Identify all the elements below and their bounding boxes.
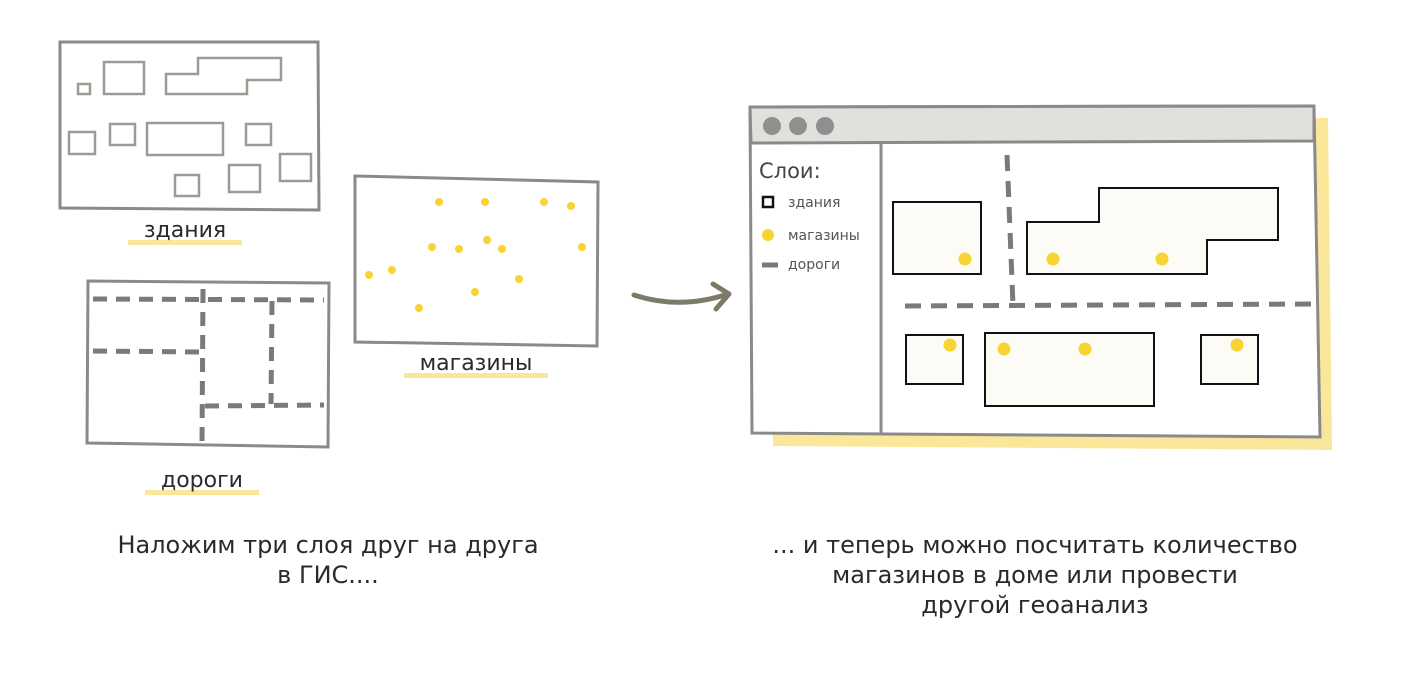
label-underline xyxy=(145,490,259,495)
building-shape xyxy=(108,122,137,147)
building-shape xyxy=(67,130,97,156)
shops-layer: магазины xyxy=(353,174,600,378)
caption-left: Наложим три слоя друг на друга в ГИС.... xyxy=(48,530,608,590)
map-area[interactable] xyxy=(892,154,1315,407)
building-shape xyxy=(145,121,225,157)
layers-legend: Слои: здания магазины дороги xyxy=(759,159,860,273)
shop-point xyxy=(455,245,463,253)
map-shop xyxy=(958,252,972,266)
map-building xyxy=(905,334,964,385)
caption-right-line: другой геоанализ xyxy=(921,591,1149,619)
buildings-layer-shapes xyxy=(67,56,313,198)
roads-layer-label: дороги xyxy=(161,468,243,493)
shop-point xyxy=(498,245,506,253)
roads-layer-frame xyxy=(85,279,331,449)
road-line xyxy=(199,288,206,446)
roads-layer-lines xyxy=(92,288,325,446)
building-shape xyxy=(227,163,262,194)
caption-right-line: магазинов в доме или провести xyxy=(832,561,1238,589)
square-icon xyxy=(761,195,775,209)
road-line xyxy=(92,348,201,355)
map-shop xyxy=(943,338,957,352)
dot-icon xyxy=(762,229,774,241)
building-shape xyxy=(278,152,313,183)
map-road xyxy=(904,301,1315,309)
legend-item-shops[interactable]: магазины xyxy=(788,228,860,244)
shop-point xyxy=(515,275,523,283)
roads-layer: дороги xyxy=(85,279,331,495)
map-building xyxy=(1026,187,1279,275)
road-line xyxy=(268,300,275,405)
shops-layer-points xyxy=(365,198,586,312)
arrow-icon xyxy=(631,281,732,312)
road-line xyxy=(92,296,325,303)
window-dot-icon[interactable] xyxy=(816,117,834,135)
window-titlebar xyxy=(748,104,1316,145)
shop-point xyxy=(540,198,548,206)
shop-point xyxy=(365,271,373,279)
label-underline xyxy=(404,373,548,378)
building-shape xyxy=(173,173,201,198)
map-shop xyxy=(997,342,1011,356)
shop-point xyxy=(471,288,479,296)
caption-right: ... и теперь можно посчитать количество … xyxy=(700,530,1370,620)
map-shop xyxy=(1230,338,1244,352)
road-line xyxy=(204,402,325,409)
label-underline xyxy=(128,240,242,245)
shop-point xyxy=(567,202,575,210)
map-shop xyxy=(1155,252,1169,266)
gis-window: Слои: здания магазины дороги xyxy=(748,104,1332,450)
shop-point xyxy=(388,266,396,274)
legend-item-roads[interactable]: дороги xyxy=(788,257,840,273)
building-shape xyxy=(102,60,146,96)
map-shop xyxy=(1046,252,1060,266)
legend-item-buildings[interactable]: здания xyxy=(788,195,840,211)
building-shape xyxy=(164,56,283,96)
buildings-layer-frame xyxy=(58,40,321,212)
shop-point xyxy=(435,198,443,206)
caption-left-line: Наложим три слоя друг на друга xyxy=(117,531,539,559)
caption-right-line: ... и теперь можно посчитать количество xyxy=(772,531,1298,559)
caption-left-line: в ГИС.... xyxy=(277,561,379,589)
map-building xyxy=(984,332,1155,407)
map-shops xyxy=(943,252,1244,356)
shop-point xyxy=(578,243,586,251)
shop-point xyxy=(415,304,423,312)
buildings-layer: здания xyxy=(58,40,321,245)
map-shop xyxy=(1078,342,1092,356)
building-shape xyxy=(244,122,273,147)
window-dot-icon[interactable] xyxy=(763,117,781,135)
shop-point xyxy=(428,243,436,251)
map-building xyxy=(1200,334,1259,385)
legend-title: Слои: xyxy=(759,159,821,183)
shop-point xyxy=(483,236,491,244)
buildings-layer-label: здания xyxy=(144,218,226,243)
map-roads xyxy=(904,154,1315,309)
shop-point xyxy=(481,198,489,206)
window-dot-icon[interactable] xyxy=(789,117,807,135)
shops-layer-label: магазины xyxy=(420,351,533,376)
building-shape xyxy=(76,82,92,96)
shops-layer-frame xyxy=(353,174,600,348)
map-buildings xyxy=(892,187,1279,407)
